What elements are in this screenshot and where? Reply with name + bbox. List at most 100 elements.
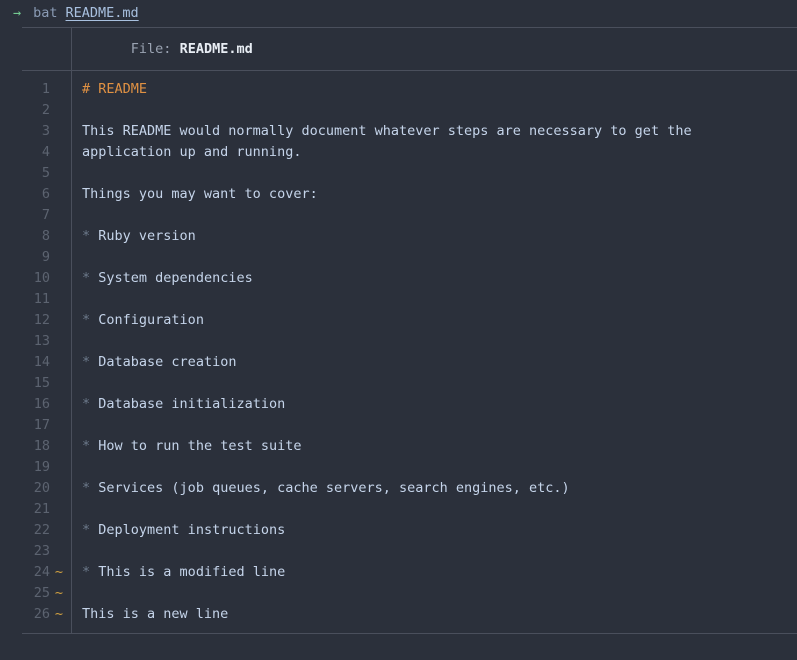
line-number: 3 (41, 123, 50, 139)
gutter-row: 15 (22, 373, 72, 394)
gutter-row: 6 (22, 184, 72, 205)
file-header-gutter (22, 28, 72, 70)
list-bullet: * (82, 396, 91, 412)
code-line: * Database initialization (82, 394, 797, 415)
line-number: 17 (33, 417, 50, 433)
line-number: 11 (33, 291, 50, 307)
code-line: * Services (job queues, cache servers, s… (82, 478, 797, 499)
list-bullet: * (82, 312, 91, 328)
code-line (82, 583, 797, 604)
code-line (82, 373, 797, 394)
code-line: * This is a modified line (82, 562, 797, 583)
list-bullet: * (82, 480, 91, 496)
line-number: 5 (41, 165, 50, 181)
code-line: Things you may want to cover: (82, 184, 797, 205)
gutter-row: 26~ (22, 604, 72, 625)
code-line (82, 415, 797, 436)
list-bullet: * (82, 522, 91, 538)
gutter-row: 21 (22, 499, 72, 520)
code-line-text: This is a modified line (98, 564, 286, 580)
gutter-row: 16 (22, 394, 72, 415)
line-number: 4 (41, 144, 50, 160)
gutter-row: 5 (22, 163, 72, 184)
line-number: 24 (33, 564, 50, 580)
code-content: # README This README would normally docu… (72, 79, 797, 625)
gutter-row: 3 (22, 121, 72, 142)
gutter-row: 9 (22, 247, 72, 268)
gutter-row: 19 (22, 457, 72, 478)
line-number: 2 (41, 102, 50, 118)
code-line-text: This README would normally document what… (82, 123, 692, 139)
gutter-row: 13 (22, 331, 72, 352)
modified-line-marker-icon: ~ (54, 564, 64, 580)
line-number: 23 (33, 543, 50, 559)
code-line-text: This is a new line (82, 606, 229, 622)
code-line-text: Database initialization (98, 396, 286, 412)
frame-header-rule (22, 70, 797, 71)
gutter-row: 25~ (22, 583, 72, 604)
gutter-row: 17 (22, 415, 72, 436)
frame-top-rule (22, 27, 797, 28)
line-number: 16 (33, 396, 50, 412)
gutter-row: 20 (22, 478, 72, 499)
prompt-argument: README.md (65, 5, 139, 21)
prompt-command: bat (33, 5, 58, 21)
line-number: 12 (33, 312, 50, 328)
file-header-filename: README.md (179, 40, 253, 57)
code-line (82, 331, 797, 352)
list-bullet: * (82, 270, 91, 286)
code-line: * Ruby version (82, 226, 797, 247)
line-number: 1 (41, 81, 50, 97)
gutter-row: 7 (22, 205, 72, 226)
modified-line-marker-icon: ~ (54, 606, 64, 622)
code-line-text: Things you may want to cover: (82, 186, 318, 202)
gutter-row: 22 (22, 520, 72, 541)
markdown-heading: # README (82, 81, 148, 97)
code-line: * How to run the test suite (82, 436, 797, 457)
code-line (82, 541, 797, 562)
code-line: # README (82, 79, 797, 100)
code-line-text: Services (job queues, cache servers, sea… (98, 480, 570, 496)
line-number: 20 (33, 480, 50, 496)
line-number: 21 (33, 501, 50, 517)
line-number: 14 (33, 354, 50, 370)
code-line (82, 247, 797, 268)
gutter-row: 24~ (22, 562, 72, 583)
code-line-text: Database creation (98, 354, 237, 370)
code-line-text: Ruby version (98, 228, 196, 244)
code-line: * System dependencies (82, 268, 797, 289)
modified-line-marker-icon: ~ (54, 585, 64, 601)
list-bullet: * (82, 564, 91, 580)
line-number: 13 (33, 333, 50, 349)
code-line-text: application up and running. (82, 144, 302, 160)
gutter-row: 18 (22, 436, 72, 457)
gutter-row: 12 (22, 310, 72, 331)
line-number: 25 (33, 585, 50, 601)
gutter-row: 4 (22, 142, 72, 163)
line-number: 6 (41, 186, 50, 202)
shell-prompt-line: → bat README.md (0, 0, 797, 27)
file-header-row: File: README.md (22, 28, 797, 70)
gutter-row: 8 (22, 226, 72, 247)
list-bullet: * (82, 438, 91, 454)
code-line-text: System dependencies (98, 270, 253, 286)
code-line-text: Configuration (98, 312, 204, 328)
code-line-text: How to run the test suite (98, 438, 302, 454)
line-number: 8 (41, 228, 50, 244)
code-line (82, 457, 797, 478)
code-line: This README would normally document what… (82, 121, 797, 142)
file-header-text: File: README.md (72, 18, 253, 81)
gutter-row: 14 (22, 352, 72, 373)
line-number: 26 (33, 606, 50, 622)
code-line: application up and running. (82, 142, 797, 163)
line-number: 22 (33, 522, 50, 538)
line-number: 19 (33, 459, 50, 475)
gutter-row: 10 (22, 268, 72, 289)
gutter-row: 2 (22, 100, 72, 121)
list-bullet: * (82, 228, 91, 244)
code-line: * Database creation (82, 352, 797, 373)
file-header-label: File: (130, 40, 172, 57)
